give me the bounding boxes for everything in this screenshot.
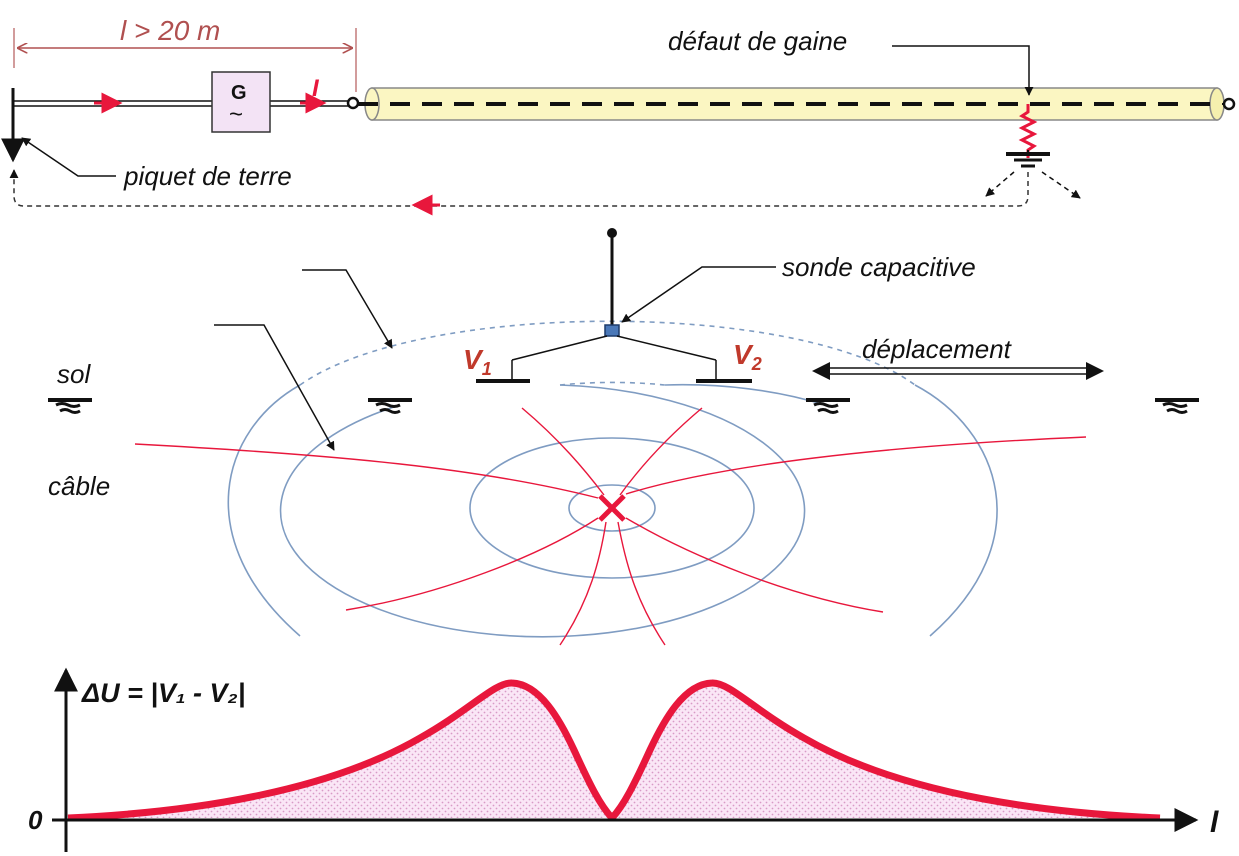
sheath-fault-leader (892, 45, 1034, 96)
field-lines (134, 407, 1087, 646)
leak-arrow-right (1041, 171, 1081, 199)
cable (358, 87, 1236, 121)
generator-label: G (231, 82, 247, 104)
distance-dimension: l > 20 m (13, 15, 357, 92)
sheath-fault-label: défaut de gaine (668, 26, 847, 56)
fault-ground-symbol (1006, 150, 1050, 168)
l-axis-label: l (1210, 806, 1219, 839)
equipotential-lines (227, 320, 998, 638)
ground-symbol-icon (366, 398, 414, 415)
delta-u-label: ΔU = |V₁ - V₂| (81, 678, 245, 708)
capacitive-probe-label: sonde capacitive (782, 252, 976, 282)
capacitive-probe (476, 228, 752, 383)
ground-symbol-icon (1153, 398, 1201, 415)
displacement-arrow (812, 362, 1104, 380)
ground-symbol-icon (46, 398, 94, 415)
delta-u-curve (67, 679, 1161, 822)
fault-cross-icon (598, 494, 626, 522)
ground-symbol-icon (804, 398, 852, 415)
v1-label: V1 (463, 344, 492, 379)
generator-icon: G ~ (211, 71, 271, 133)
cable-label: câble (48, 471, 110, 501)
supply-wire (13, 92, 360, 114)
fault-resistor (1018, 104, 1038, 158)
current-label: I (312, 75, 320, 102)
cable-leader (214, 324, 335, 451)
earth-stake-label: piquet de terre (123, 161, 292, 191)
probe-leader (621, 266, 776, 323)
v2-label: V2 (733, 339, 762, 374)
earth-return-path (9, 169, 1029, 207)
soil-leader (302, 269, 393, 349)
distance-label: l > 20 m (120, 15, 220, 46)
zero-label: 0 (28, 805, 43, 835)
delta-u-graph: ΔU = |V₁ - V₂| 0 l (28, 667, 1219, 852)
delta-u-fill (68, 682, 1160, 818)
displacement-label: déplacement (862, 334, 1013, 364)
earth-stake-leader (21, 137, 116, 177)
generator-symbol: ~ (229, 101, 243, 128)
leak-arrow-left (985, 171, 1015, 197)
soil-label: sol (57, 359, 91, 389)
